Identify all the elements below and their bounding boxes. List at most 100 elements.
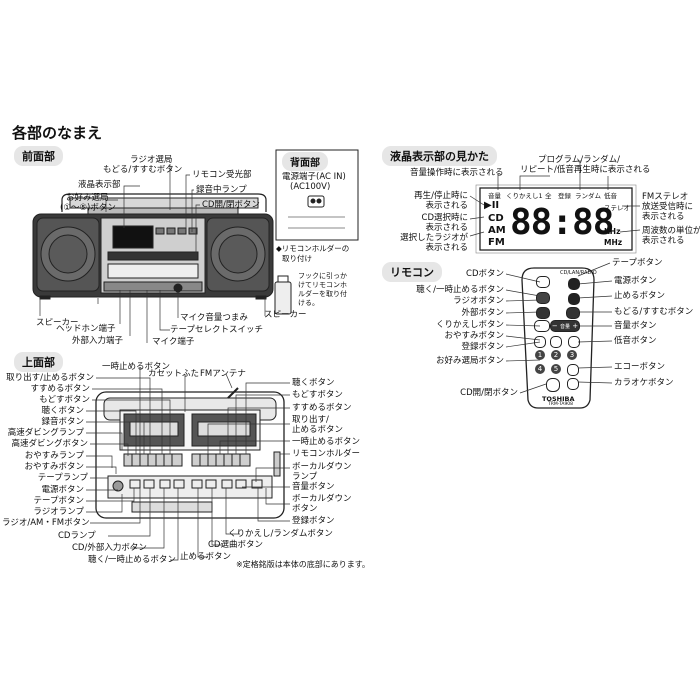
label-r-play: 聴くボタン	[292, 378, 335, 388]
remote-label-repeat: くりかえしボタン	[435, 320, 504, 330]
lcd-label-program: プログラム/ランダム/	[538, 155, 620, 165]
label-power-1: 電源端子(AC IN)	[282, 172, 346, 182]
lcd-label-radio-sel-1: 選択したラジオが	[400, 233, 468, 243]
hook-note-2: けてリモコンホ	[298, 281, 347, 289]
hook-note-3: ルダーを取り付	[298, 290, 347, 298]
remote-label-bass: 低音ボタン	[614, 336, 657, 346]
lcd-label-cd-sel-2: 表示される	[425, 223, 468, 233]
top-section-heading: 上面部	[14, 352, 63, 372]
label-rew: もどすボタン	[39, 395, 90, 405]
lcd-stereo: ステレオ	[604, 204, 630, 212]
label-power-2: (AC100V)	[290, 182, 331, 192]
remote-repeat-key[interactable]	[534, 320, 550, 332]
label-cd-open: CD開/閉ボタン	[202, 200, 260, 210]
label-radio-select: ラジオ選局	[130, 155, 173, 165]
remote-key-4[interactable]: 4	[535, 364, 545, 374]
remote-brand: TOSHIBA	[542, 395, 575, 403]
remote-power-key[interactable]	[568, 278, 580, 290]
remote-label-echo: エコーボタン	[614, 362, 666, 372]
lcd-label-fm-stereo-3: 表示される	[642, 212, 685, 222]
label-tape-lamp: テープランプ	[37, 473, 88, 483]
label-lcd: 液晶表示部	[78, 180, 121, 190]
label-cd-tuning: CD選曲ボタン	[208, 540, 263, 550]
lcd-label-play-pause-2: 表示される	[425, 201, 468, 211]
label-rec-lamp: 録音中ランプ	[196, 185, 247, 195]
lcd-all: 全	[545, 192, 552, 200]
lcd-label-fm-stereo-2: 放送受信時に	[642, 202, 694, 212]
remote-echo-key[interactable]	[567, 364, 579, 376]
label-remote-sensor: リモコン受光部	[192, 170, 252, 180]
label-power-btn: 電源ボタン	[41, 485, 84, 495]
lcd-khz: KHz	[604, 227, 621, 236]
remote-cd-open-key[interactable]	[546, 378, 560, 392]
remote-label-karaoke: カラオケボタン	[614, 378, 674, 388]
remote-holder-drawing	[274, 275, 292, 315]
lcd-label-freq-unit-1: 周波数の単位が	[642, 226, 700, 236]
remote-key-3[interactable]: 3	[567, 350, 577, 360]
holder-note-2: 取り付け	[282, 254, 312, 263]
remote-sleep-key[interactable]	[550, 336, 562, 348]
remote-play-pause-key[interactable]	[536, 292, 550, 304]
vol-minus: −	[551, 322, 558, 330]
front-section-heading: 前面部	[14, 146, 63, 166]
remote-karaoke-key[interactable]	[567, 378, 579, 390]
label-tape-select: テープセレクトスイッチ	[170, 325, 263, 335]
label-dub-lamp: 高速ダビングランプ	[7, 428, 84, 438]
remote-stop-key[interactable]	[568, 293, 580, 305]
hook-note-1: フックに引っか	[298, 272, 347, 280]
lcd-fm: FM	[488, 237, 505, 248]
label-stop: 止めるボタン	[180, 552, 232, 562]
label-volume: 音量ボタン	[292, 482, 335, 492]
label-mic-jack: マイク端子	[152, 337, 195, 347]
lcd-label-cd-sel-1: CD選択時に	[421, 213, 468, 223]
label-radio-lamp: ラジオランプ	[33, 507, 84, 517]
vol-label: 音量	[559, 324, 570, 330]
label-cd-lamp: CDランプ	[58, 531, 96, 541]
top-device-illustration	[95, 387, 285, 519]
remote-bass-key[interactable]	[568, 336, 580, 348]
remote-key-2[interactable]: 2	[551, 350, 561, 360]
remote-label-radio: ラジオボタン	[453, 296, 504, 306]
label-eject: 取り出す/止めるボタン	[6, 373, 94, 383]
lcd-label-repeat-shown: リピート/低音再生時に表示される	[520, 165, 651, 175]
remote-label-stop: 止めるボタン	[614, 291, 666, 301]
label-r-holder: リモコンホルダー	[292, 449, 361, 459]
remote-volume-key[interactable]: − 音量 +	[550, 320, 580, 332]
remote-key-1[interactable]: 1	[535, 350, 545, 360]
label-vocal-btn-1: ボーカルダウン	[292, 494, 352, 504]
remote-label-play-pause: 聴く/一時止めるボタン	[416, 285, 504, 295]
lcd-label-freq-unit-2: 表示される	[642, 236, 685, 246]
lcd-label-radio-sel-2: 表示される	[425, 243, 468, 253]
remote-next-key[interactable]	[566, 307, 580, 319]
remote-section-heading: リモコン	[382, 262, 442, 282]
lcd-section-heading: 液晶表示部の見かた	[382, 146, 497, 166]
lcd-cd: CD	[488, 213, 504, 224]
label-mic-volume: マイク音量つまみ	[180, 313, 248, 323]
label-radio-btn: ラジオ/AM・FMボタン	[2, 518, 90, 528]
lcd-random: ランダム	[575, 192, 601, 200]
label-sleep-btn: おやすみボタン	[24, 462, 84, 472]
remote-key-5[interactable]: 5	[551, 364, 561, 374]
front-device-illustration	[32, 193, 274, 300]
label-play: 聴くボタン	[41, 406, 84, 416]
label-headphone: ヘッドホン端子	[56, 324, 116, 334]
label-r-pause: 一時止めるボタン	[292, 437, 361, 447]
lcd-repeat1: くりかえし1	[506, 192, 543, 200]
back-section-heading: 背面部	[282, 152, 328, 171]
label-rec: 録音ボタン	[41, 417, 84, 427]
remote-label-power: 電源ボタン	[614, 276, 657, 286]
label-fm-antenna: FMアンテナ	[200, 369, 246, 379]
remote-prev-key[interactable]	[536, 307, 550, 319]
label-vocal-lamp-1: ボーカルダウン	[292, 462, 352, 472]
label-ext-input: 外部入力端子	[72, 336, 124, 346]
label-cd-play: 聴く/一時止めるボタン	[88, 555, 176, 565]
page-title: 各部のなまえ	[12, 124, 103, 142]
label-memory: 登録ボタン	[292, 516, 335, 526]
label-fav-select-1: お好み選局	[66, 193, 109, 203]
label-skip: もどる/すすむボタン	[103, 165, 183, 175]
label-r-ff: すすめるボタン	[292, 403, 352, 413]
label-r-eject-2: 止めるボタン	[292, 425, 344, 435]
remote-memory-key[interactable]	[534, 336, 546, 348]
remote-cd-key[interactable]	[536, 276, 550, 288]
footnote: ※定格銘版は本体の底部にあります。	[236, 560, 370, 569]
